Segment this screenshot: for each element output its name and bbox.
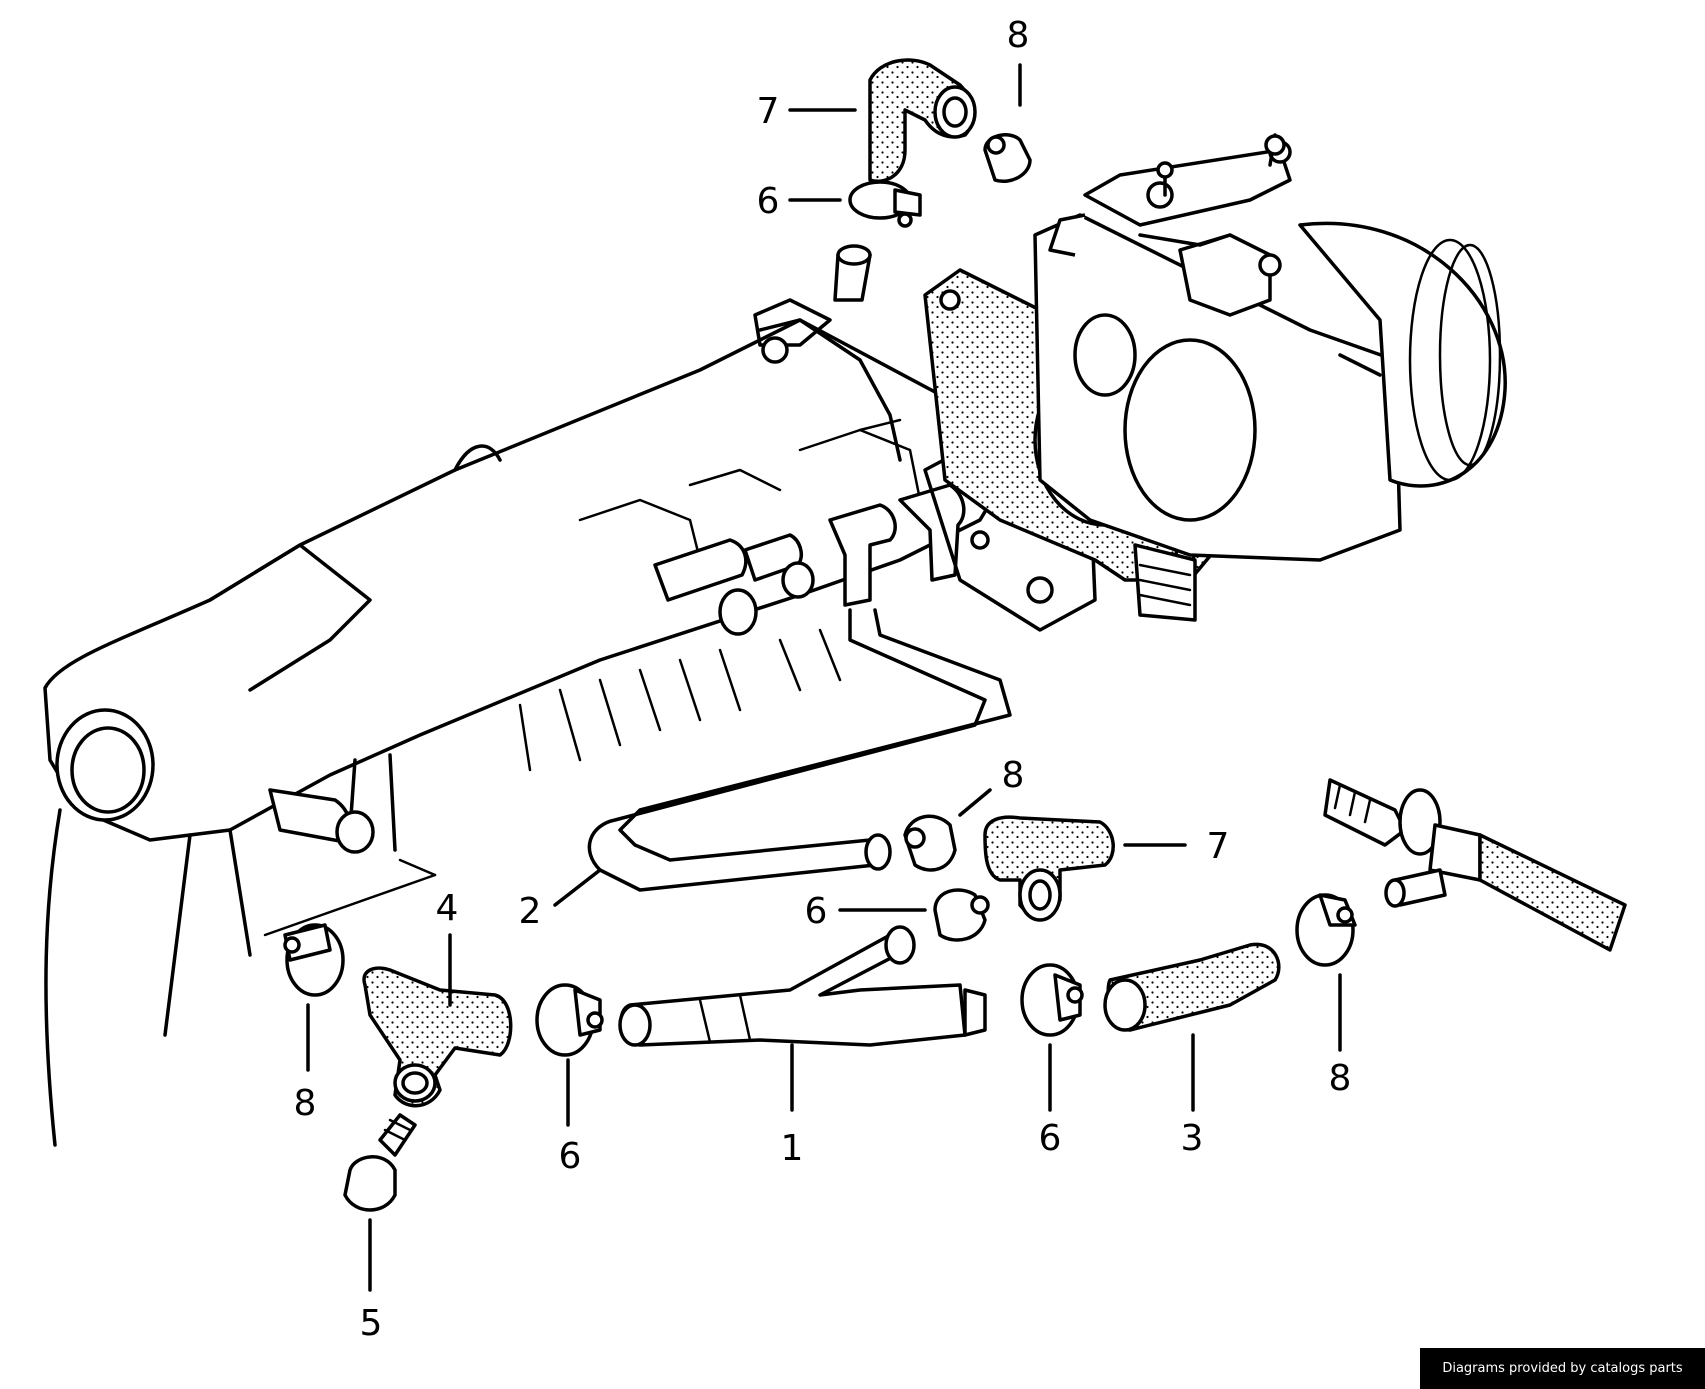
callout-4: 4 [436,888,459,929]
part-7-middle-elbow-hose [983,815,1115,922]
intake-manifold [43,298,1097,1147]
callout-7-middle: 7 [1207,826,1230,867]
diagram-credit-badge: Diagrams provided by catalogs parts [1420,1348,1705,1389]
callout-7-top: 7 [757,91,780,132]
callout-8-middle: 8 [1002,755,1025,796]
part-8-left-clamp [283,923,345,997]
callout-6-left: 6 [559,1136,582,1177]
callout-5: 5 [360,1303,383,1344]
part-6-middle-clamp [933,888,990,942]
part-8-right-clamp [1295,893,1357,967]
part-6-upper-clamp [848,180,922,228]
part-6-right-clamp [1020,963,1084,1037]
part-6-left-clamp [535,983,604,1057]
part-7-upper-elbow-hose [868,58,977,183]
part-5-plug [343,1113,417,1212]
callout-2: 2 [519,891,542,932]
check-valve-assembly [1323,778,1627,952]
part-8-upper-clamp [983,133,1032,183]
callout-6-middle: 6 [805,891,828,932]
throttle-body [1033,133,1507,622]
callout-8-top: 8 [1007,15,1030,56]
callout-8-right: 8 [1329,1058,1352,1099]
part-3-curved-hose [1103,942,1281,1032]
part-4-t-connector [362,966,513,1108]
part-1-y-pipe [618,925,987,1047]
callout-3: 3 [1181,1118,1204,1159]
leader-lines [306,63,1342,1292]
callout-6-right: 6 [1039,1118,1062,1159]
callout-8-left: 8 [294,1083,317,1124]
callout-1: 1 [781,1128,804,1169]
callout-6-top: 6 [757,181,780,222]
callout-labels: 8 7 6 8 7 6 2 4 8 6 1 6 3 8 5 [294,15,1352,1344]
vacuum-stub [833,244,872,302]
part-8-middle-clamp [903,814,957,872]
